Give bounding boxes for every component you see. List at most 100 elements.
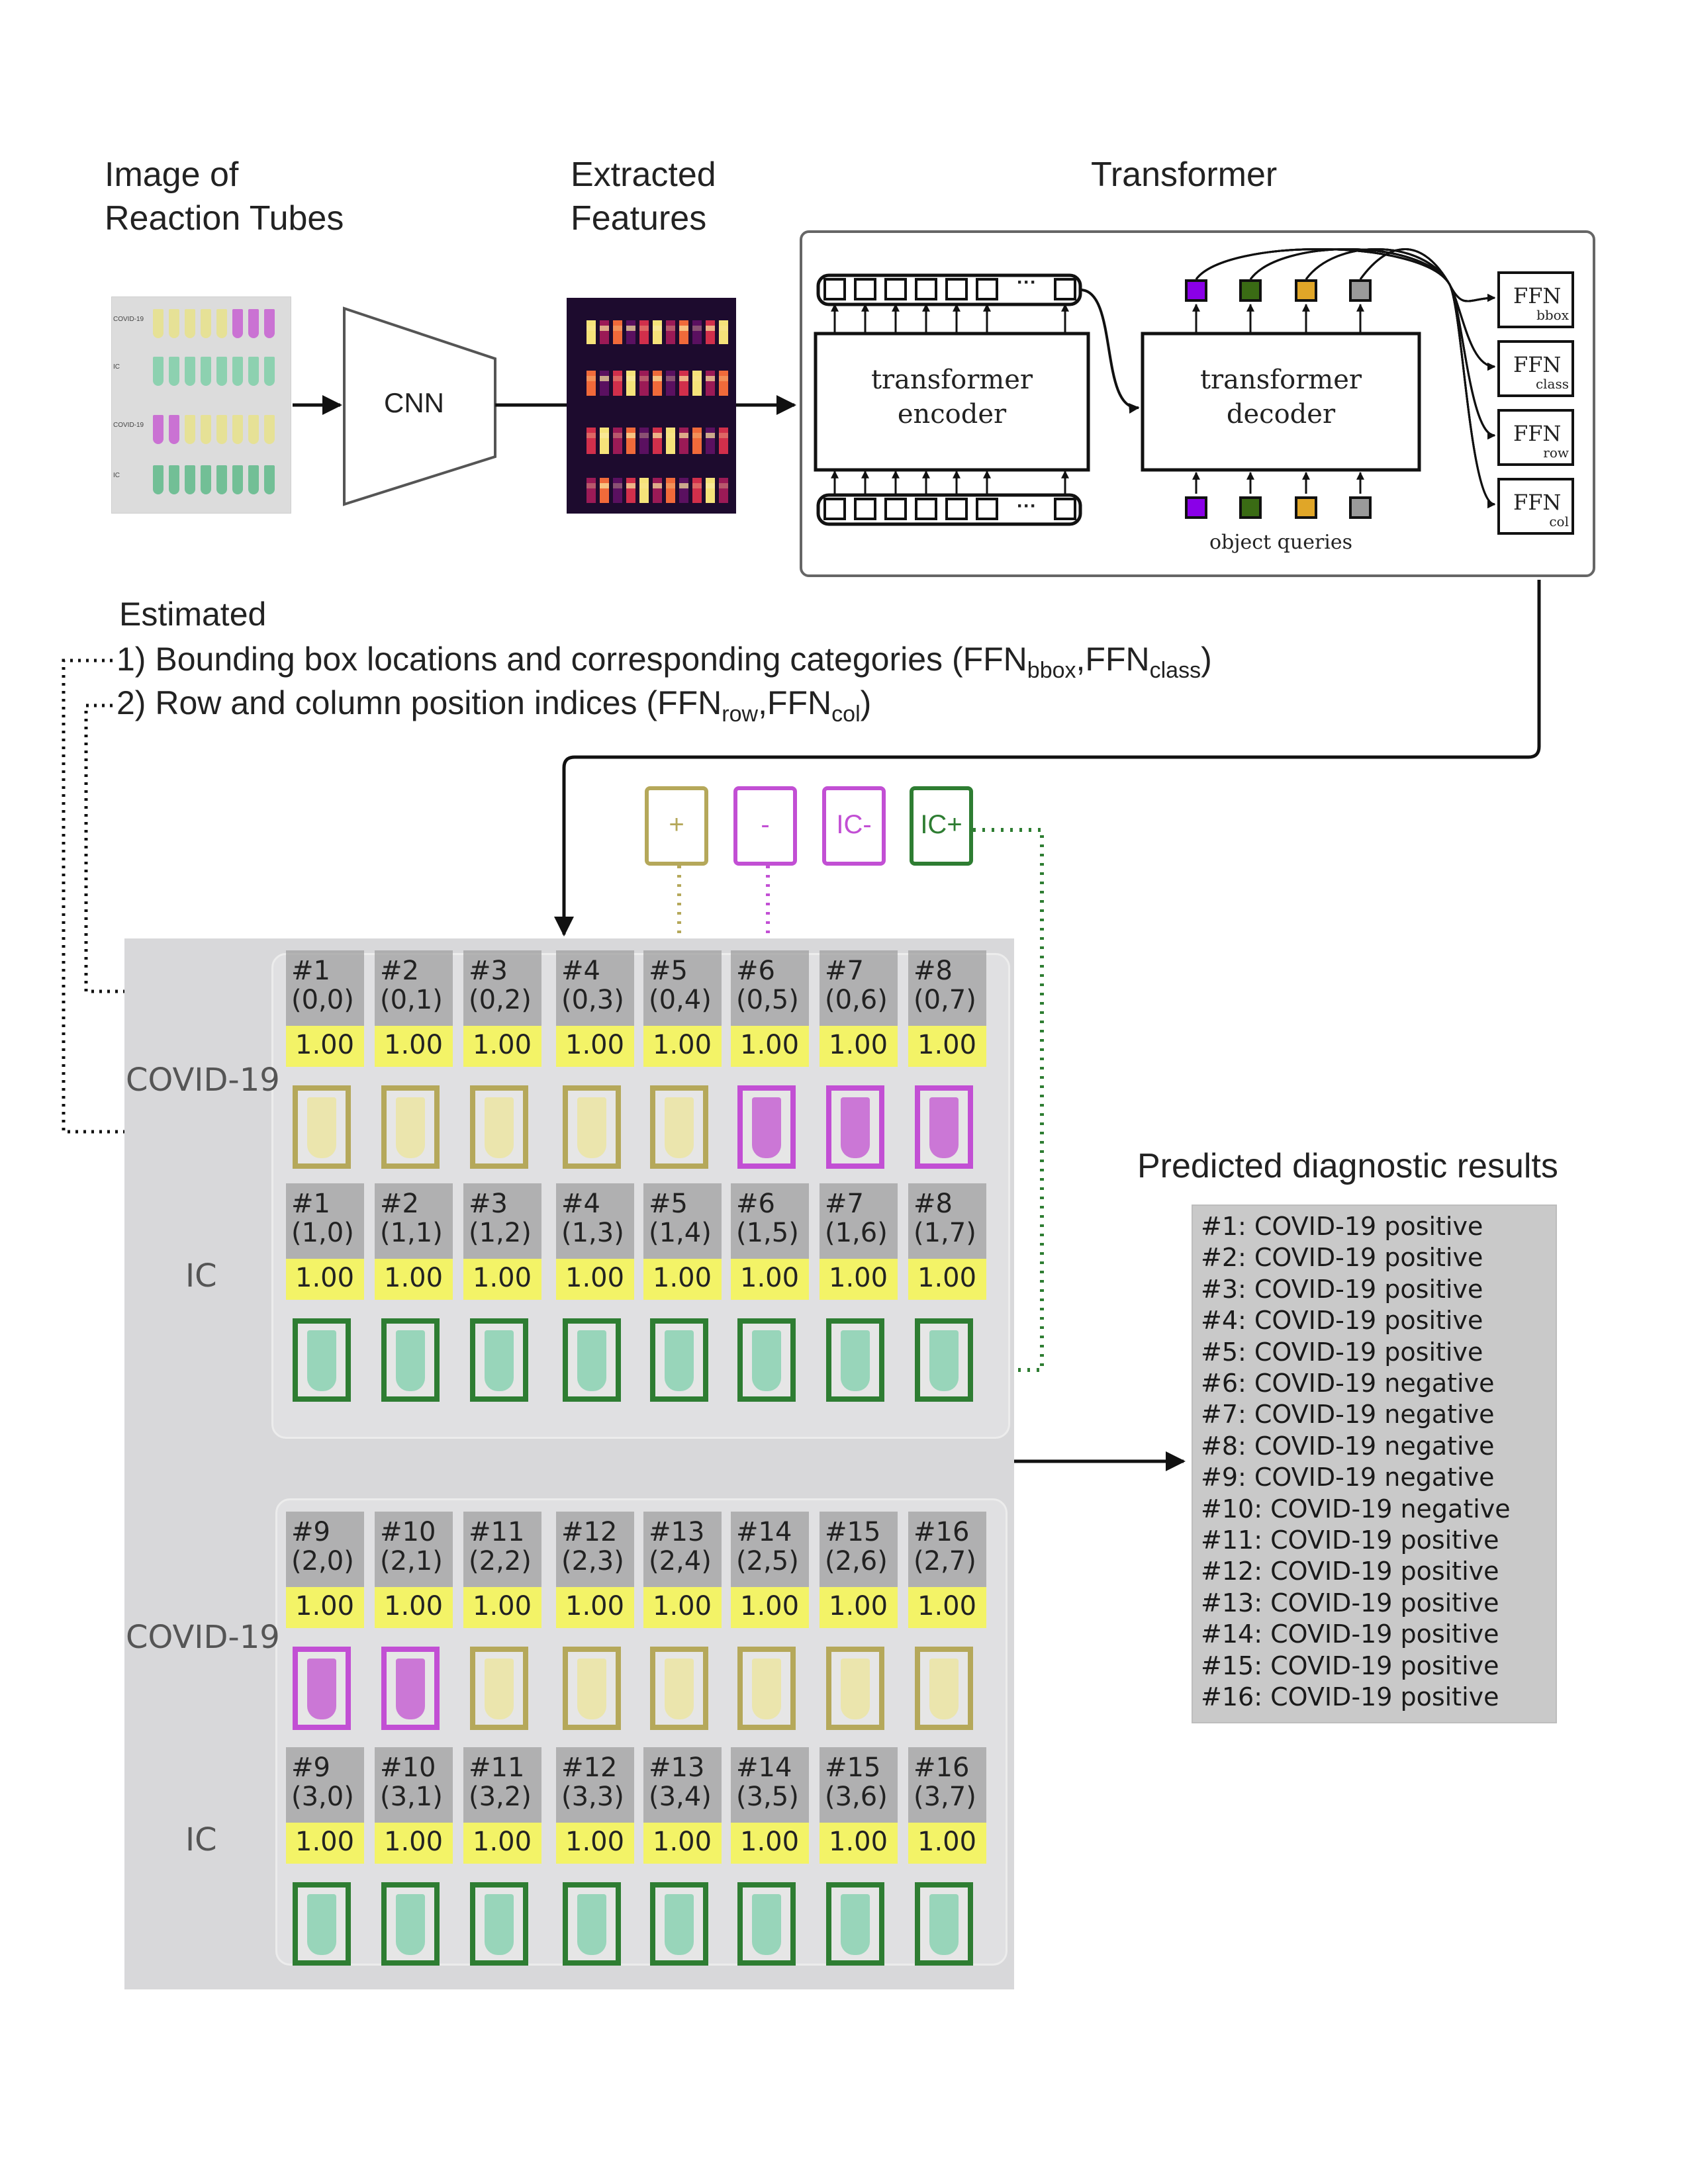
heatmap-cell bbox=[626, 371, 635, 396]
cnn-label: CNN bbox=[384, 387, 444, 418]
cell-id-label-box: #1(1,0) bbox=[286, 1183, 364, 1259]
estimated-line-1-sub-class: class bbox=[1149, 658, 1201, 683]
heatmap-cell bbox=[719, 371, 728, 396]
heatmap-cell bbox=[613, 478, 622, 503]
cell-score: 1.00 bbox=[829, 1030, 888, 1060]
decoder-output-token bbox=[1349, 279, 1372, 302]
feature-map-heatmap bbox=[567, 298, 736, 514]
plate-cell: #16(3,7)1.00 bbox=[908, 1747, 988, 1966]
thumbnail-tube bbox=[153, 357, 164, 386]
tube-bbox bbox=[915, 1882, 973, 1966]
heatmap-cell bbox=[666, 371, 675, 396]
decoder-output-tokens bbox=[1185, 279, 1372, 334]
heatmap-cell bbox=[586, 371, 596, 396]
heatmap-cell bbox=[679, 371, 688, 396]
cell-score: 1.00 bbox=[565, 1263, 625, 1293]
cell-score-box: 1.00 bbox=[463, 1823, 541, 1864]
tube-bbox bbox=[470, 1085, 528, 1169]
cell-score-box: 1.00 bbox=[375, 1587, 453, 1628]
result-item: #11: COVID-19 positive bbox=[1201, 1525, 1499, 1555]
plate-cell: #10(3,1)1.00 bbox=[375, 1747, 454, 1966]
thumbnail-tube bbox=[185, 465, 195, 494]
heatmap-band bbox=[653, 376, 662, 381]
tube-bbox bbox=[737, 1085, 796, 1169]
plate-cell: #14(2,5)1.00 bbox=[731, 1512, 810, 1730]
tube-bbox bbox=[737, 1318, 796, 1402]
heatmap-band bbox=[706, 483, 715, 488]
object-query-token bbox=[1295, 496, 1317, 519]
heatmap-cell bbox=[586, 478, 596, 503]
heatmap-cell bbox=[613, 320, 622, 344]
cell-id-label-box: #8(1,7) bbox=[908, 1183, 986, 1259]
heatmap-band bbox=[586, 326, 596, 331]
cell-score-box: 1.00 bbox=[731, 1026, 809, 1067]
tube-liquid bbox=[396, 1894, 425, 1955]
cell-id-label-box: #5(1,4) bbox=[643, 1183, 722, 1259]
tube-liquid bbox=[841, 1097, 870, 1158]
plate-cell: #3(0,2)1.00 bbox=[463, 950, 543, 1169]
plate-row-label: COVID-19 bbox=[126, 1062, 280, 1099]
plate-cell: #3(1,2)1.00 bbox=[463, 1183, 543, 1402]
thumbnail-tube bbox=[248, 465, 259, 494]
thumbnail-tube bbox=[169, 357, 179, 386]
cell-score: 1.00 bbox=[565, 1591, 625, 1621]
cell-id: #2 bbox=[380, 1189, 419, 1219]
tube-liquid bbox=[929, 1330, 959, 1391]
thumbnail-tube bbox=[201, 465, 211, 494]
cell-score: 1.00 bbox=[473, 1030, 532, 1060]
heatmap-cell bbox=[679, 320, 688, 344]
result-item: #6: COVID-19 negative bbox=[1201, 1369, 1495, 1398]
tube-liquid bbox=[485, 1330, 514, 1391]
thumbnail-tube bbox=[232, 465, 243, 494]
token bbox=[915, 498, 937, 520]
tube-bbox bbox=[650, 1085, 708, 1169]
plate-cell: #4(0,3)1.00 bbox=[556, 950, 635, 1169]
thumbnail-tube bbox=[169, 465, 179, 494]
heatmap-cell bbox=[586, 320, 596, 344]
cell-id-label-box: #12(2,3) bbox=[556, 1512, 634, 1587]
tube-bbox bbox=[826, 1647, 884, 1730]
cell-score-box: 1.00 bbox=[643, 1823, 722, 1864]
estimated-line-2-end: ) bbox=[860, 684, 872, 721]
thumbnail-tube bbox=[248, 357, 259, 386]
cell-score-box: 1.00 bbox=[286, 1823, 364, 1864]
cell-id-label-box: #1(0,0) bbox=[286, 950, 364, 1026]
tube-bbox bbox=[381, 1882, 440, 1966]
tube-bbox bbox=[293, 1647, 351, 1730]
result-item: #1: COVID-19 positive bbox=[1201, 1212, 1483, 1241]
plate-cell: #6(0,5)1.00 bbox=[731, 950, 810, 1169]
cell-id: #14 bbox=[736, 1517, 792, 1547]
plate-cell: #13(3,4)1.00 bbox=[643, 1747, 723, 1966]
token bbox=[915, 278, 937, 300]
heatmap-band bbox=[679, 433, 688, 438]
tube-bbox bbox=[650, 1647, 708, 1730]
cell-score: 1.00 bbox=[653, 1591, 712, 1621]
cell-position: (2,6) bbox=[825, 1546, 888, 1576]
encoder-bottom-ellipsis: ··· bbox=[1017, 495, 1037, 517]
result-item: #2: COVID-19 positive bbox=[1201, 1243, 1483, 1273]
tube-bbox bbox=[563, 1647, 621, 1730]
results-title: Predicted diagnostic results bbox=[1137, 1147, 1558, 1185]
heatmap-band bbox=[626, 326, 635, 331]
encoder-label: transformer encoder bbox=[816, 363, 1088, 432]
tube-liquid bbox=[485, 1097, 514, 1158]
tube-liquid bbox=[577, 1894, 606, 1955]
token bbox=[854, 498, 876, 520]
cell-id: #15 bbox=[825, 1517, 881, 1547]
tube-liquid bbox=[485, 1894, 514, 1955]
cell-id: #4 bbox=[561, 1189, 600, 1219]
cell-position: (0,6) bbox=[825, 985, 888, 1015]
plate-cell: #10(2,1)1.00 bbox=[375, 1512, 454, 1730]
tube-bbox bbox=[293, 1085, 351, 1169]
heatmap-cell bbox=[653, 428, 662, 454]
cell-position: (3,3) bbox=[561, 1782, 624, 1812]
heatmap-cell bbox=[692, 428, 702, 454]
tube-liquid bbox=[841, 1894, 870, 1955]
result-item: #9: COVID-19 negative bbox=[1201, 1463, 1495, 1492]
estimated-line-1-mid: ,FFN bbox=[1076, 641, 1150, 678]
estimated-title: Estimated bbox=[119, 596, 267, 633]
tube-bbox bbox=[915, 1318, 973, 1402]
ffn-label: FFN bbox=[1513, 490, 1562, 515]
cell-score-box: 1.00 bbox=[375, 1026, 453, 1067]
heatmap-band bbox=[706, 376, 715, 381]
